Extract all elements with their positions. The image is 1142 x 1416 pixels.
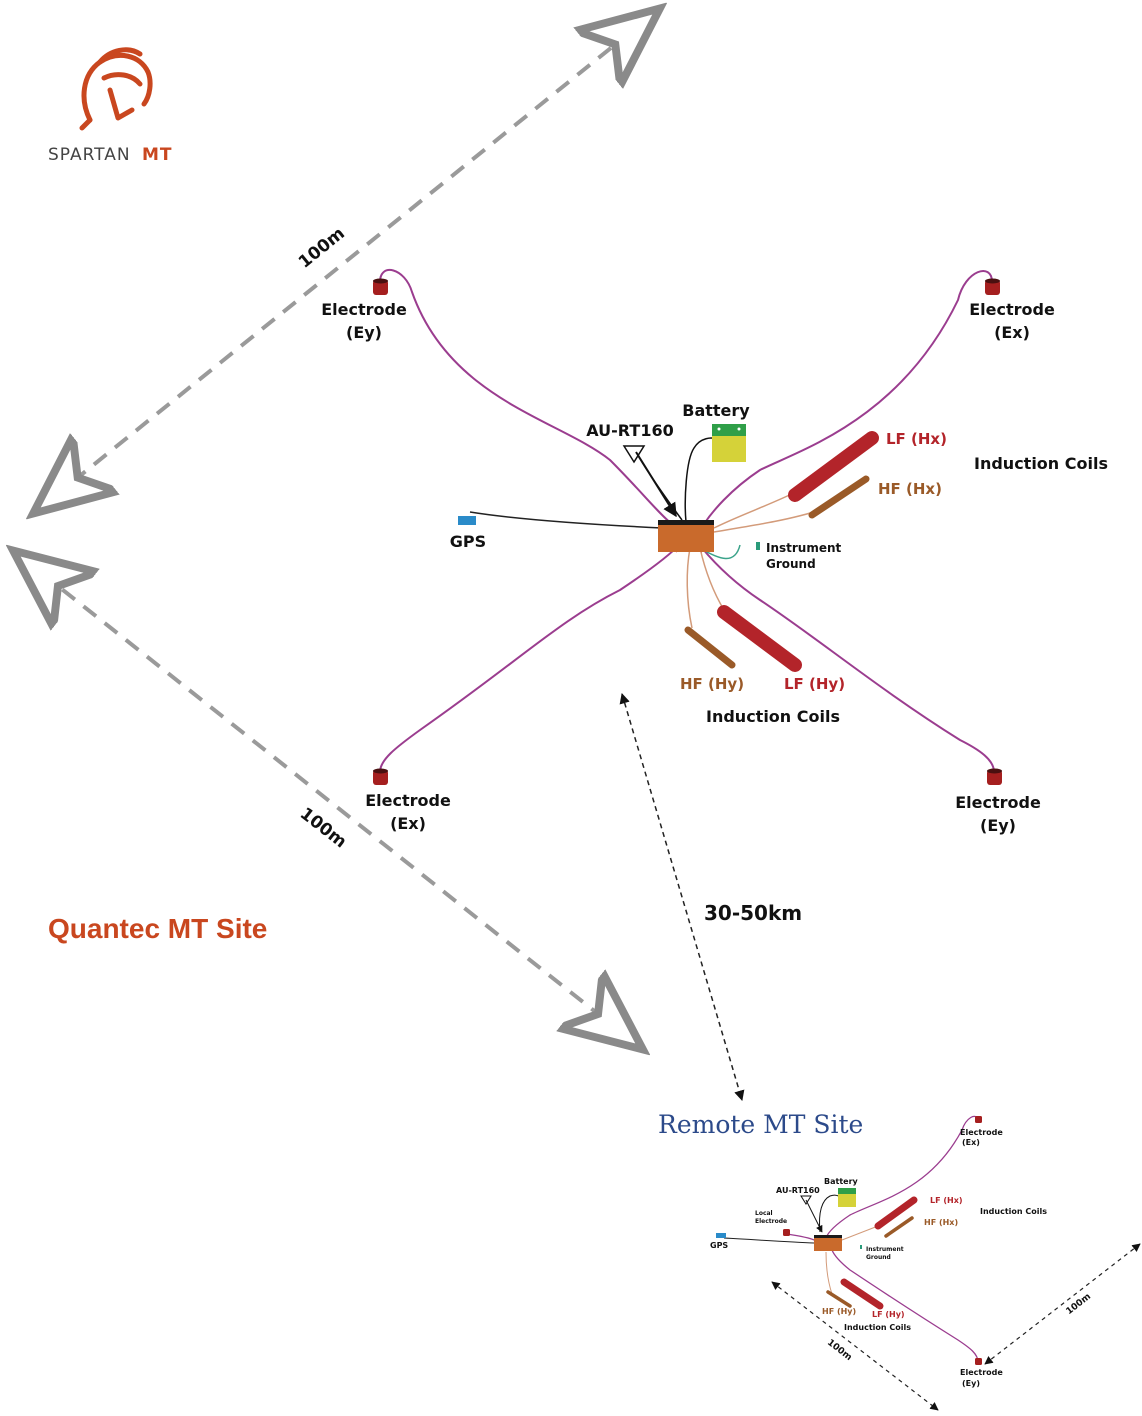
- electrode-ey-top-label: Electrode: [321, 300, 407, 319]
- wire-ey-bottom: [701, 547, 995, 773]
- remote-coil-lf-hy: [840, 1278, 884, 1310]
- wire-ex-top: [703, 270, 993, 525]
- remote-ground-label: Instrument: [866, 1246, 904, 1253]
- main-dimension-arrows: 100m 100m: [20, 14, 653, 1044]
- main-electrode-wires: [379, 269, 995, 773]
- remote-labels: Electrode (Ex) Electrode (Ey) Local Elec…: [710, 1128, 1047, 1388]
- coil-hf-hy: [684, 626, 736, 669]
- dimension-arrow-x: [40, 14, 653, 508]
- remote-electrodes: [783, 1116, 982, 1365]
- main-labels: Electrode (Ey) Electrode (Ex) Electrode …: [321, 300, 1108, 835]
- coil-lf-hx: [788, 431, 879, 502]
- main-induction-coils: [684, 431, 879, 672]
- logo-brand-word: SPARTAN: [48, 145, 131, 165]
- logo-brand-accent: MT: [142, 145, 173, 165]
- electrode-ey-top-sub: (Ey): [346, 323, 382, 342]
- remote-lf-hy-label: LF (Hy): [872, 1310, 905, 1319]
- remote-electrode-ex-icon: [975, 1116, 982, 1123]
- main-electrodes: [373, 278, 1002, 785]
- remote-site-title: Remote MT Site: [658, 1110, 863, 1139]
- lf-hy-label: LF (Hy): [784, 675, 845, 693]
- remote-lf-hx-label: LF (Hx): [930, 1196, 963, 1205]
- electrode-ey-bottom-label: Electrode: [955, 793, 1041, 812]
- receiver-label: AU-RT160: [586, 421, 673, 440]
- remote-battery-label: Battery: [824, 1177, 859, 1186]
- electrode-ex-top-sub: (Ex): [994, 323, 1030, 342]
- electrode-ey-bottom-sub: (Ey): [980, 816, 1016, 835]
- remote-local-electrode-sub: Electrode: [755, 1218, 787, 1225]
- coil-lf-hy: [717, 605, 802, 672]
- dimension-arrow-y: [20, 556, 636, 1044]
- receiver-box: [658, 520, 714, 552]
- remote-coil-lf-hx: [874, 1196, 918, 1230]
- antenna-pointer: [635, 451, 677, 518]
- remote-dimension-arrow-a: [771, 1281, 939, 1411]
- remote-coil-hf-hy: [826, 1290, 852, 1308]
- remote-electrode-ex-label: Electrode: [960, 1128, 1003, 1137]
- remote-gps-label: GPS: [710, 1241, 728, 1250]
- remote-electrode-ey-label: Electrode: [960, 1368, 1003, 1377]
- remote-antenna-pointer: [805, 1199, 823, 1233]
- electrode-ex-bottom-sub: (Ex): [390, 814, 426, 833]
- ground-label: Instrument: [766, 541, 842, 555]
- remote-receiver-label: AU-RT160: [776, 1186, 820, 1195]
- remote-coil-hf-hx: [884, 1216, 914, 1238]
- remote-induction-coils: [826, 1196, 918, 1310]
- wire-ey-top: [379, 269, 673, 525]
- coil-hf-hx: [808, 475, 870, 519]
- hf-hx-label: HF (Hx): [878, 480, 942, 498]
- remote-battery-icon: [838, 1188, 856, 1207]
- remote-coils-right-label: Induction Coils: [980, 1207, 1047, 1216]
- electrode-ex-top-icon: [985, 278, 1000, 295]
- electrode-ex-bottom-icon: [373, 768, 388, 785]
- remote-electrode-ey-icon: [975, 1358, 982, 1365]
- remote-coils-bottom-label: Induction Coils: [844, 1323, 911, 1332]
- remote-hf-hx-label: HF (Hx): [924, 1218, 958, 1227]
- ground-stake-icon: [756, 542, 760, 550]
- remote-leads: [723, 1194, 879, 1295]
- remote-wires: [786, 1115, 979, 1363]
- gps-icon: [458, 516, 476, 525]
- remote-receiver-box: [814, 1235, 842, 1251]
- lf-hx-label: LF (Hx): [886, 430, 947, 448]
- remote-ground-stake-icon: [860, 1245, 862, 1249]
- distance-label-x: 100m: [295, 224, 349, 273]
- remote-gps-icon: [716, 1233, 726, 1238]
- remote-ground-sub: Ground: [866, 1254, 891, 1261]
- wire-ex-bottom: [379, 543, 681, 773]
- link-distance-arrow: [619, 692, 745, 1102]
- battery-label: Battery: [682, 401, 750, 420]
- coils-bottom-label: Induction Coils: [706, 707, 840, 726]
- spartan-helmet-icon: [79, 47, 153, 131]
- remote-hf-hy-label: HF (Hy): [822, 1307, 856, 1316]
- ground-sub: Ground: [766, 557, 816, 571]
- gps-label: GPS: [450, 532, 486, 551]
- remote-dimension-arrow-b: [984, 1243, 1141, 1365]
- battery-icon: [712, 424, 746, 462]
- electrode-ex-top-label: Electrode: [969, 300, 1055, 319]
- antenna-icon: [622, 445, 646, 464]
- remote-local-electrode-label: Local: [755, 1210, 773, 1217]
- link-distance-label: 30-50km: [704, 901, 802, 925]
- coils-top-label: Induction Coils: [974, 454, 1108, 473]
- electrode-ey-top-icon: [373, 278, 388, 295]
- hf-hy-label: HF (Hy): [680, 675, 744, 693]
- remote-local-electrode-icon: [783, 1229, 790, 1236]
- remote-distance-label-b: 100m: [1065, 1292, 1093, 1317]
- electrode-ex-bottom-label: Electrode: [365, 791, 451, 810]
- remote-electrode-ey-sub: (Ey): [962, 1379, 980, 1388]
- main-site-title: Quantec MT Site: [48, 913, 267, 944]
- spartan-logo: SPARTAN MT: [48, 47, 173, 165]
- electrode-ey-bottom-icon: [987, 768, 1002, 785]
- remote-electrode-ex-sub: (Ex): [962, 1138, 980, 1147]
